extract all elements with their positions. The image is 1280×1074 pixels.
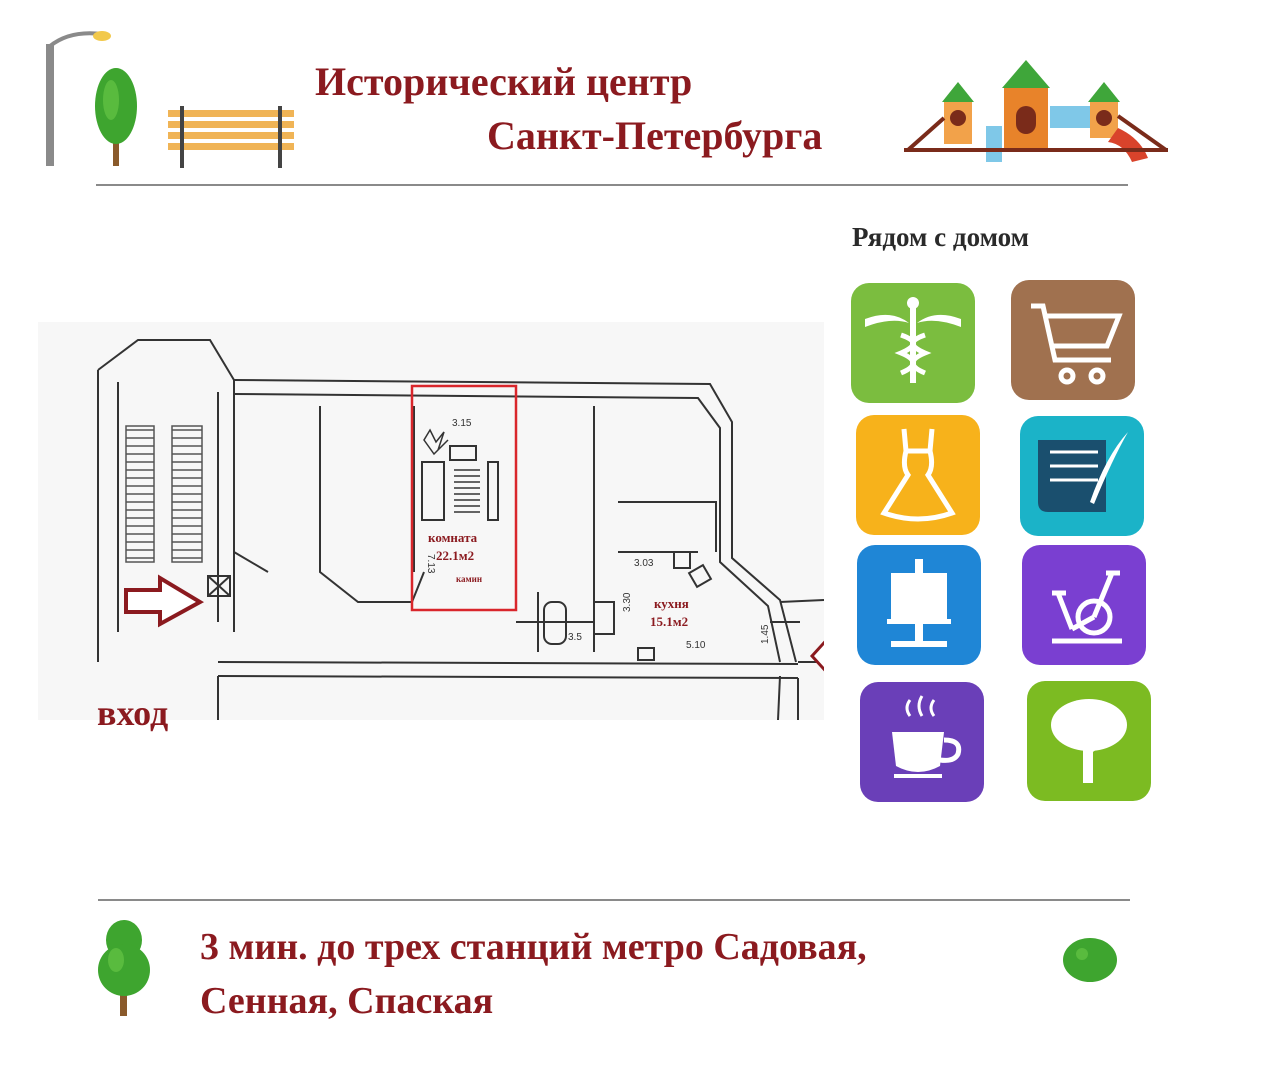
dim-corridor: 1.45 <box>760 624 771 644</box>
playground-icon <box>904 60 1168 162</box>
footer-divider <box>98 899 1130 901</box>
dim-kitchen-top: 3.03 <box>634 558 654 569</box>
kitchen-label: кухня <box>654 596 689 611</box>
tile-clothes <box>856 415 980 535</box>
dress-icon <box>880 428 956 522</box>
tile-fitness <box>1022 545 1146 665</box>
room-area: 22.1м2 <box>436 548 474 563</box>
title-line-2: Санкт-Петербурга <box>487 113 823 158</box>
dim-kitchen-bottom: 5.10 <box>686 640 706 651</box>
metro-info: 3 мин. до трех станций метро Садовая, Се… <box>200 920 1050 1028</box>
dim-bath: 3.5 <box>568 632 582 643</box>
room-label: комната <box>428 530 478 545</box>
entrance-arrow-icon <box>124 574 205 628</box>
tile-culture <box>1020 416 1144 536</box>
tree-icon <box>95 68 137 166</box>
metro-info-line-1: 3 мин. до трех станций метро Садовая, <box>200 926 867 968</box>
header-divider <box>96 184 1128 186</box>
fireplace-label: камин <box>456 574 482 584</box>
coffee-cup-icon <box>892 695 962 778</box>
room-highlight-box <box>410 384 518 612</box>
street-lamp-icon <box>46 31 111 166</box>
tile-medical <box>851 283 975 403</box>
exercise-bike-icon <box>1052 570 1122 644</box>
tile-art <box>857 545 981 665</box>
fireplace-icon <box>423 428 449 456</box>
dim-room-top: 3.15 <box>452 418 472 429</box>
dim-room-side: 7.13 <box>425 554 436 574</box>
easel-icon <box>887 559 951 647</box>
entrance-label: вход <box>97 693 169 733</box>
scroll-quill-icon <box>1038 432 1128 512</box>
tile-park <box>1027 681 1151 801</box>
floor-plan: 3.15 7.13 комната 22.1м2 камин 3.03 3.30… <box>97 339 824 720</box>
dim-kitchen-side: 3.30 <box>622 592 633 612</box>
shopping-cart-icon <box>1031 303 1123 385</box>
title-line-1: Исторический центр <box>315 59 693 104</box>
side-arrow-icon <box>809 640 824 672</box>
tile-cafe <box>860 682 984 802</box>
bush-icon <box>1063 938 1117 982</box>
bench-icon <box>168 106 294 168</box>
metro-info-line-2: Сенная, Спаская <box>200 980 494 1022</box>
nearby-title: Рядом с домом <box>852 222 1029 252</box>
tile-shop <box>1011 280 1135 400</box>
tree-icon <box>1051 699 1127 783</box>
caduceus-icon <box>865 297 961 383</box>
tree-icon <box>98 920 150 1016</box>
kitchen-area: 15.1м2 <box>650 614 688 629</box>
